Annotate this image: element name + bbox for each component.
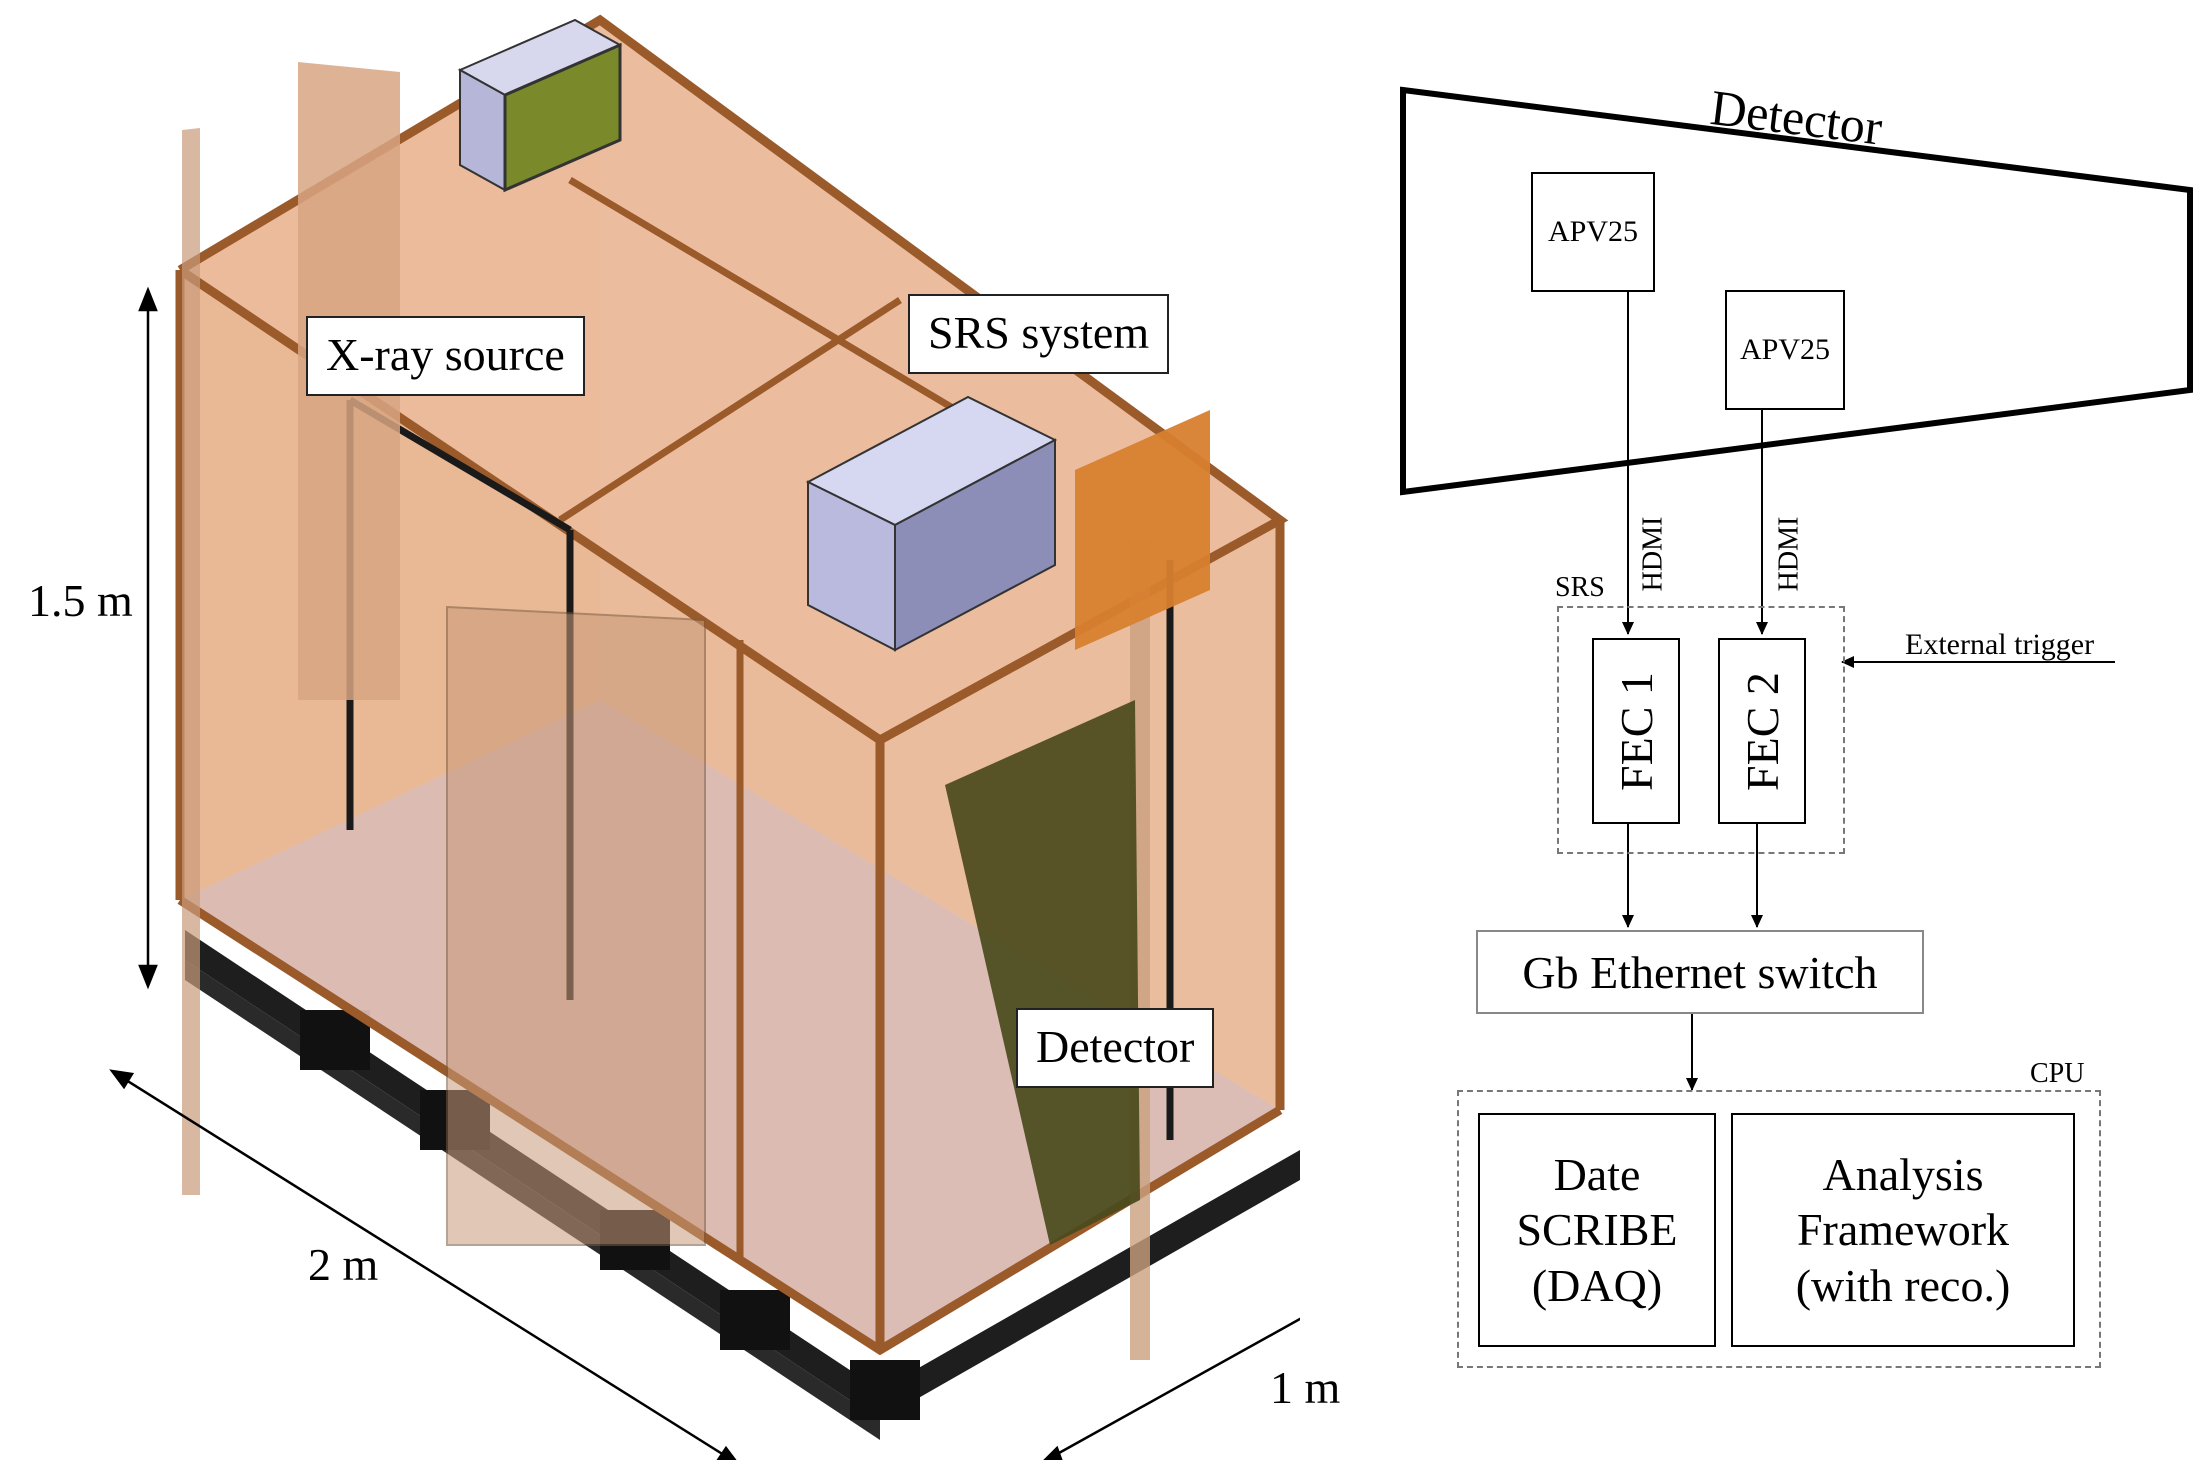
fec2-box: FEC 2 [1718,638,1806,824]
cabinet-illustration [109,14,1300,1460]
analysis-label: Analysis Framework (with reco.) [1795,1149,2011,1311]
dimension-arrows [109,286,1300,1460]
fec2-label: FEC 2 [1736,671,1788,791]
cpu-group-label: CPU [2030,1058,2085,1089]
daq-box: Date SCRIBE (DAQ) [1478,1113,1716,1347]
far-left-door [182,128,200,1195]
height-dimension: 1.5 m [28,575,133,626]
srs-system-label: SRS system [908,294,1170,374]
apv25-left-label: APV25 [1547,215,1638,248]
xray-source-box [457,18,623,193]
apv25-left-box: APV25 [1531,172,1655,292]
analysis-box: Analysis Framework (with reco.) [1731,1113,2075,1347]
front-door [446,605,706,1246]
apv25-right-box: APV25 [1725,290,1845,410]
external-trigger-label: External trigger [1905,628,2095,661]
detector-outline [1400,86,2193,496]
detector-plate [945,700,1140,1245]
srs-group [1557,606,1845,854]
hdmi-label-1: HDMI [1637,516,1669,592]
hdmi-label-2: HDMI [1773,516,1805,592]
width-dimension: 1 m [1270,1362,1341,1413]
detector-label: Detector [1016,1008,1215,1088]
daq-label: Date SCRIBE (DAQ) [1516,1149,1678,1311]
srs-group-label: SRS [1555,572,1605,603]
length-dimension: 2 m [308,1239,379,1290]
electronics-block [1075,410,1210,650]
srs-crate [805,395,1058,652]
xray-source-label: X-ray source [306,316,585,396]
ethernet-switch-label: Gb Ethernet switch [1522,946,1878,998]
apv25-right-label: APV25 [1739,333,1830,366]
ethernet-switch-box: Gb Ethernet switch [1476,930,1924,1014]
fec1-label: FEC 1 [1610,671,1662,791]
cpu-group [1457,1090,2101,1368]
fec1-box: FEC 1 [1592,638,1680,824]
